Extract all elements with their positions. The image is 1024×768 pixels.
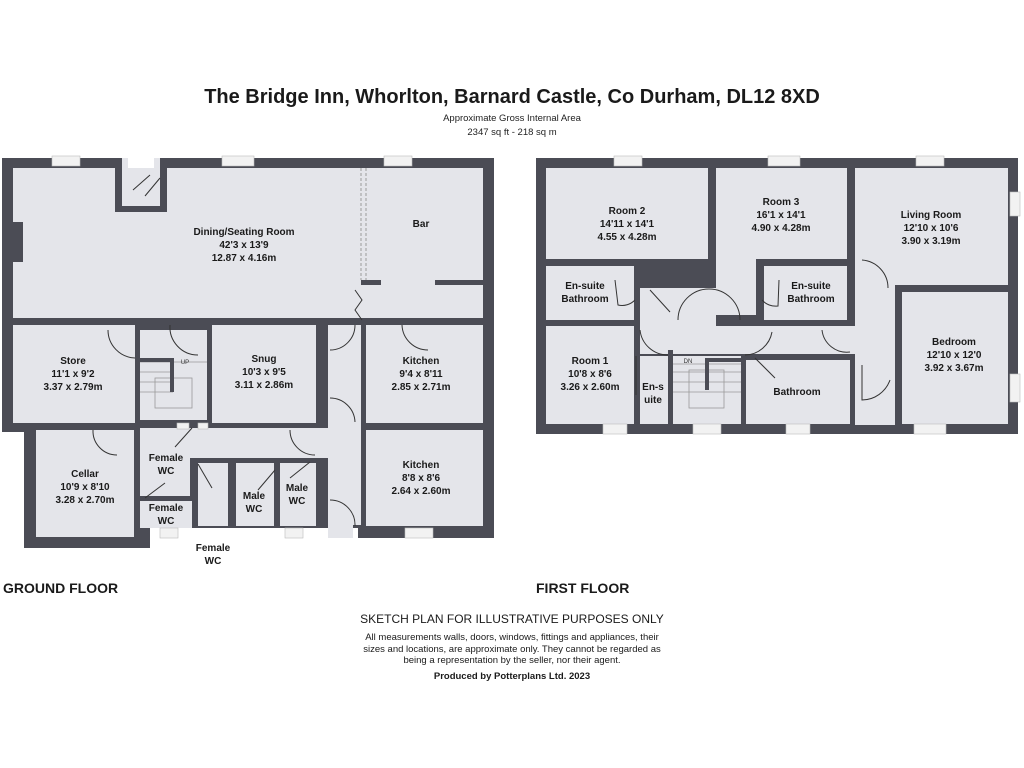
room-metric: 3.92 x 3.67m — [924, 363, 984, 374]
room-bar: Bar — [413, 218, 430, 231]
room-living-room: Living Room 12'10 x 10'6 3.90 x 3.19m — [901, 209, 962, 248]
first-floor-plan: DN — [536, 155, 1021, 435]
room-male-wc-1: Male WC — [239, 490, 269, 516]
room-imperial: 11'1 x 9'2 — [51, 369, 95, 380]
room-store: Store 11'1 x 9'2 3.37 x 2.79m — [44, 355, 103, 394]
room-imperial: 8'8 x 8'6 — [401, 473, 441, 484]
disclaimer-line-1: All measurements walls, doors, windows, … — [365, 632, 659, 643]
area-label: Approximate Gross Internal Area — [443, 113, 581, 124]
room-female-wc-stall: Female WC — [193, 542, 233, 568]
sketch-plan-heading: SKETCH PLAN FOR ILLUSTRATIVE PURPOSES ON… — [360, 612, 664, 626]
room-metric: 12.87 x 4.16m — [211, 253, 277, 264]
room-name: Female WC — [148, 453, 184, 477]
room-name: Female WC — [148, 503, 184, 527]
room-snug: Snug 10'3 x 9'5 3.11 x 2.86m — [235, 353, 293, 392]
room-imperial: 14'11 x 14'1 — [599, 219, 655, 230]
page-title: The Bridge Inn, Whorlton, Barnard Castle… — [204, 86, 820, 108]
room-imperial: 16'1 x 14'1 — [756, 210, 806, 221]
room-female-wc-lower: Female WC — [146, 502, 186, 528]
room-imperial: 10'8 x 8'6 — [568, 369, 612, 380]
room-name: Female WC — [195, 543, 231, 567]
room-name: En-suite Bathroom — [787, 281, 835, 305]
room-name: Snug — [251, 354, 277, 365]
room-metric: 3.28 x 2.70m — [55, 495, 115, 506]
room-imperial: 12'10 x 10'6 — [903, 223, 959, 234]
room-name: Bedroom — [932, 337, 976, 348]
room-name: Kitchen — [402, 356, 440, 367]
room-cellar: Cellar 10'9 x 8'10 3.28 x 2.70m — [56, 468, 115, 507]
room-metric: 3.26 x 2.60m — [560, 382, 620, 393]
room-name: Room 1 — [571, 356, 609, 367]
first-floor-label: FIRST FLOOR — [536, 580, 630, 596]
room-name: Cellar — [71, 469, 99, 480]
room-metric: 3.90 x 3.19m — [901, 236, 961, 247]
room-name: Male WC — [242, 491, 266, 515]
room-bathroom: Bathroom — [773, 386, 820, 399]
ground-floor-label: GROUND FLOOR — [3, 580, 119, 596]
room-imperial: 10'9 x 8'10 — [60, 482, 110, 493]
room-dining-seating: Dining/Seating Room 42'3 x 13'9 12.87 x … — [193, 226, 294, 265]
room-name: En-suite — [642, 382, 664, 406]
room-room-1: Room 1 10'8 x 8'6 3.26 x 2.60m — [561, 355, 620, 394]
disclaimer-line-2: sizes and locations, are approximate onl… — [363, 643, 661, 655]
room-name: En-suite Bathroom — [561, 281, 609, 305]
room-name: Bathroom — [773, 387, 821, 398]
room-imperial: 10'3 x 9'5 — [242, 367, 286, 378]
room-metric: 4.90 x 4.28m — [751, 223, 811, 234]
room-metric: 2.64 x 2.60m — [391, 486, 451, 497]
room-metric: 3.37 x 2.79m — [43, 382, 103, 393]
stairs-up-label: UP — [181, 360, 189, 366]
room-female-wc-upper: Female WC — [146, 452, 186, 478]
room-ensuite-small: En-suite — [642, 381, 664, 407]
room-ensuite-bathroom-1: En-suite Bathroom — [555, 280, 615, 306]
disclaimer-text: All measurements walls, doors, windows, … — [0, 632, 1024, 667]
room-name: Room 2 — [608, 206, 646, 217]
stairs-down-label: DN — [684, 359, 693, 365]
ground-floor-plan: UP — [2, 155, 494, 548]
room-imperial: 12'10 x 12'0 — [926, 350, 982, 361]
room-name: Bar — [412, 219, 430, 230]
room-name: Kitchen — [402, 460, 440, 471]
room-imperial: 42'3 x 13'9 — [219, 240, 269, 251]
room-room-2: Room 2 14'11 x 14'1 4.55 x 4.28m — [598, 205, 657, 244]
produced-by: Produced by Potterplans Ltd. 2023 — [433, 671, 591, 682]
room-metric: 3.11 x 2.86m — [234, 380, 294, 391]
room-male-wc-2: Male WC — [282, 482, 312, 508]
room-room-3: Room 3 16'1 x 14'1 4.90 x 4.28m — [752, 196, 811, 235]
room-imperial: 9'4 x 8'11 — [399, 369, 443, 380]
room-name: Store — [60, 356, 86, 367]
room-name: Dining/Seating Room — [193, 227, 295, 238]
room-metric: 2.85 x 2.71m — [391, 382, 451, 393]
room-name: Male WC — [285, 483, 309, 507]
room-kitchen-2: Kitchen 8'8 x 8'6 2.64 x 2.60m — [392, 459, 451, 498]
room-name: Living Room — [900, 210, 962, 221]
room-metric: 4.55 x 4.28m — [597, 232, 657, 243]
room-ensuite-bathroom-2: En-suite Bathroom — [781, 280, 841, 306]
disclaimer-line-3: being a representation by the seller, no… — [403, 655, 621, 666]
room-bedroom: Bedroom 12'10 x 12'0 3.92 x 3.67m — [925, 336, 984, 375]
room-name: Room 3 — [762, 197, 800, 208]
room-kitchen-1: Kitchen 9'4 x 8'11 2.85 x 2.71m — [392, 355, 451, 394]
area-value: 2347 sq ft - 218 sq m — [467, 127, 557, 138]
